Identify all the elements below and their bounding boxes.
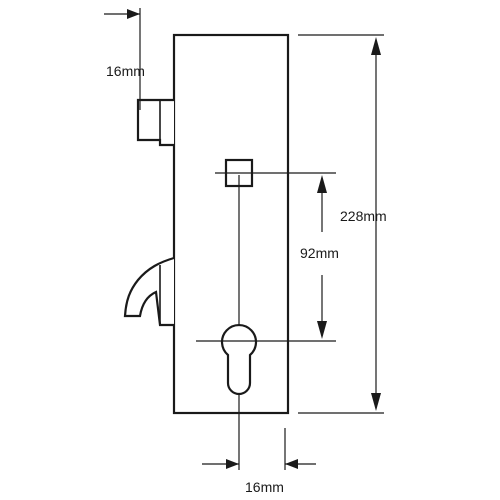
centres-arrowhead-bottom: [317, 321, 327, 339]
bottom-backset-label: 16mm: [245, 479, 284, 495]
latch-block: [136, 98, 174, 147]
bottom-backset-arrowhead-left: [226, 459, 239, 469]
height-arrowhead-top: [371, 37, 381, 55]
top-backset-arrowhead: [127, 9, 140, 19]
euro-cylinder-cutout: [220, 324, 258, 396]
hook-bolt: [123, 256, 175, 327]
bottom-backset-arrowhead-right: [285, 459, 298, 469]
top-backset-label: 16mm: [106, 63, 145, 79]
centres-arrowhead-top: [317, 175, 327, 193]
height-label: 228mm: [340, 208, 387, 224]
lock-case: [172, 33, 290, 415]
centres-label: 92mm: [300, 245, 339, 261]
height-arrowhead-bottom: [371, 393, 381, 411]
